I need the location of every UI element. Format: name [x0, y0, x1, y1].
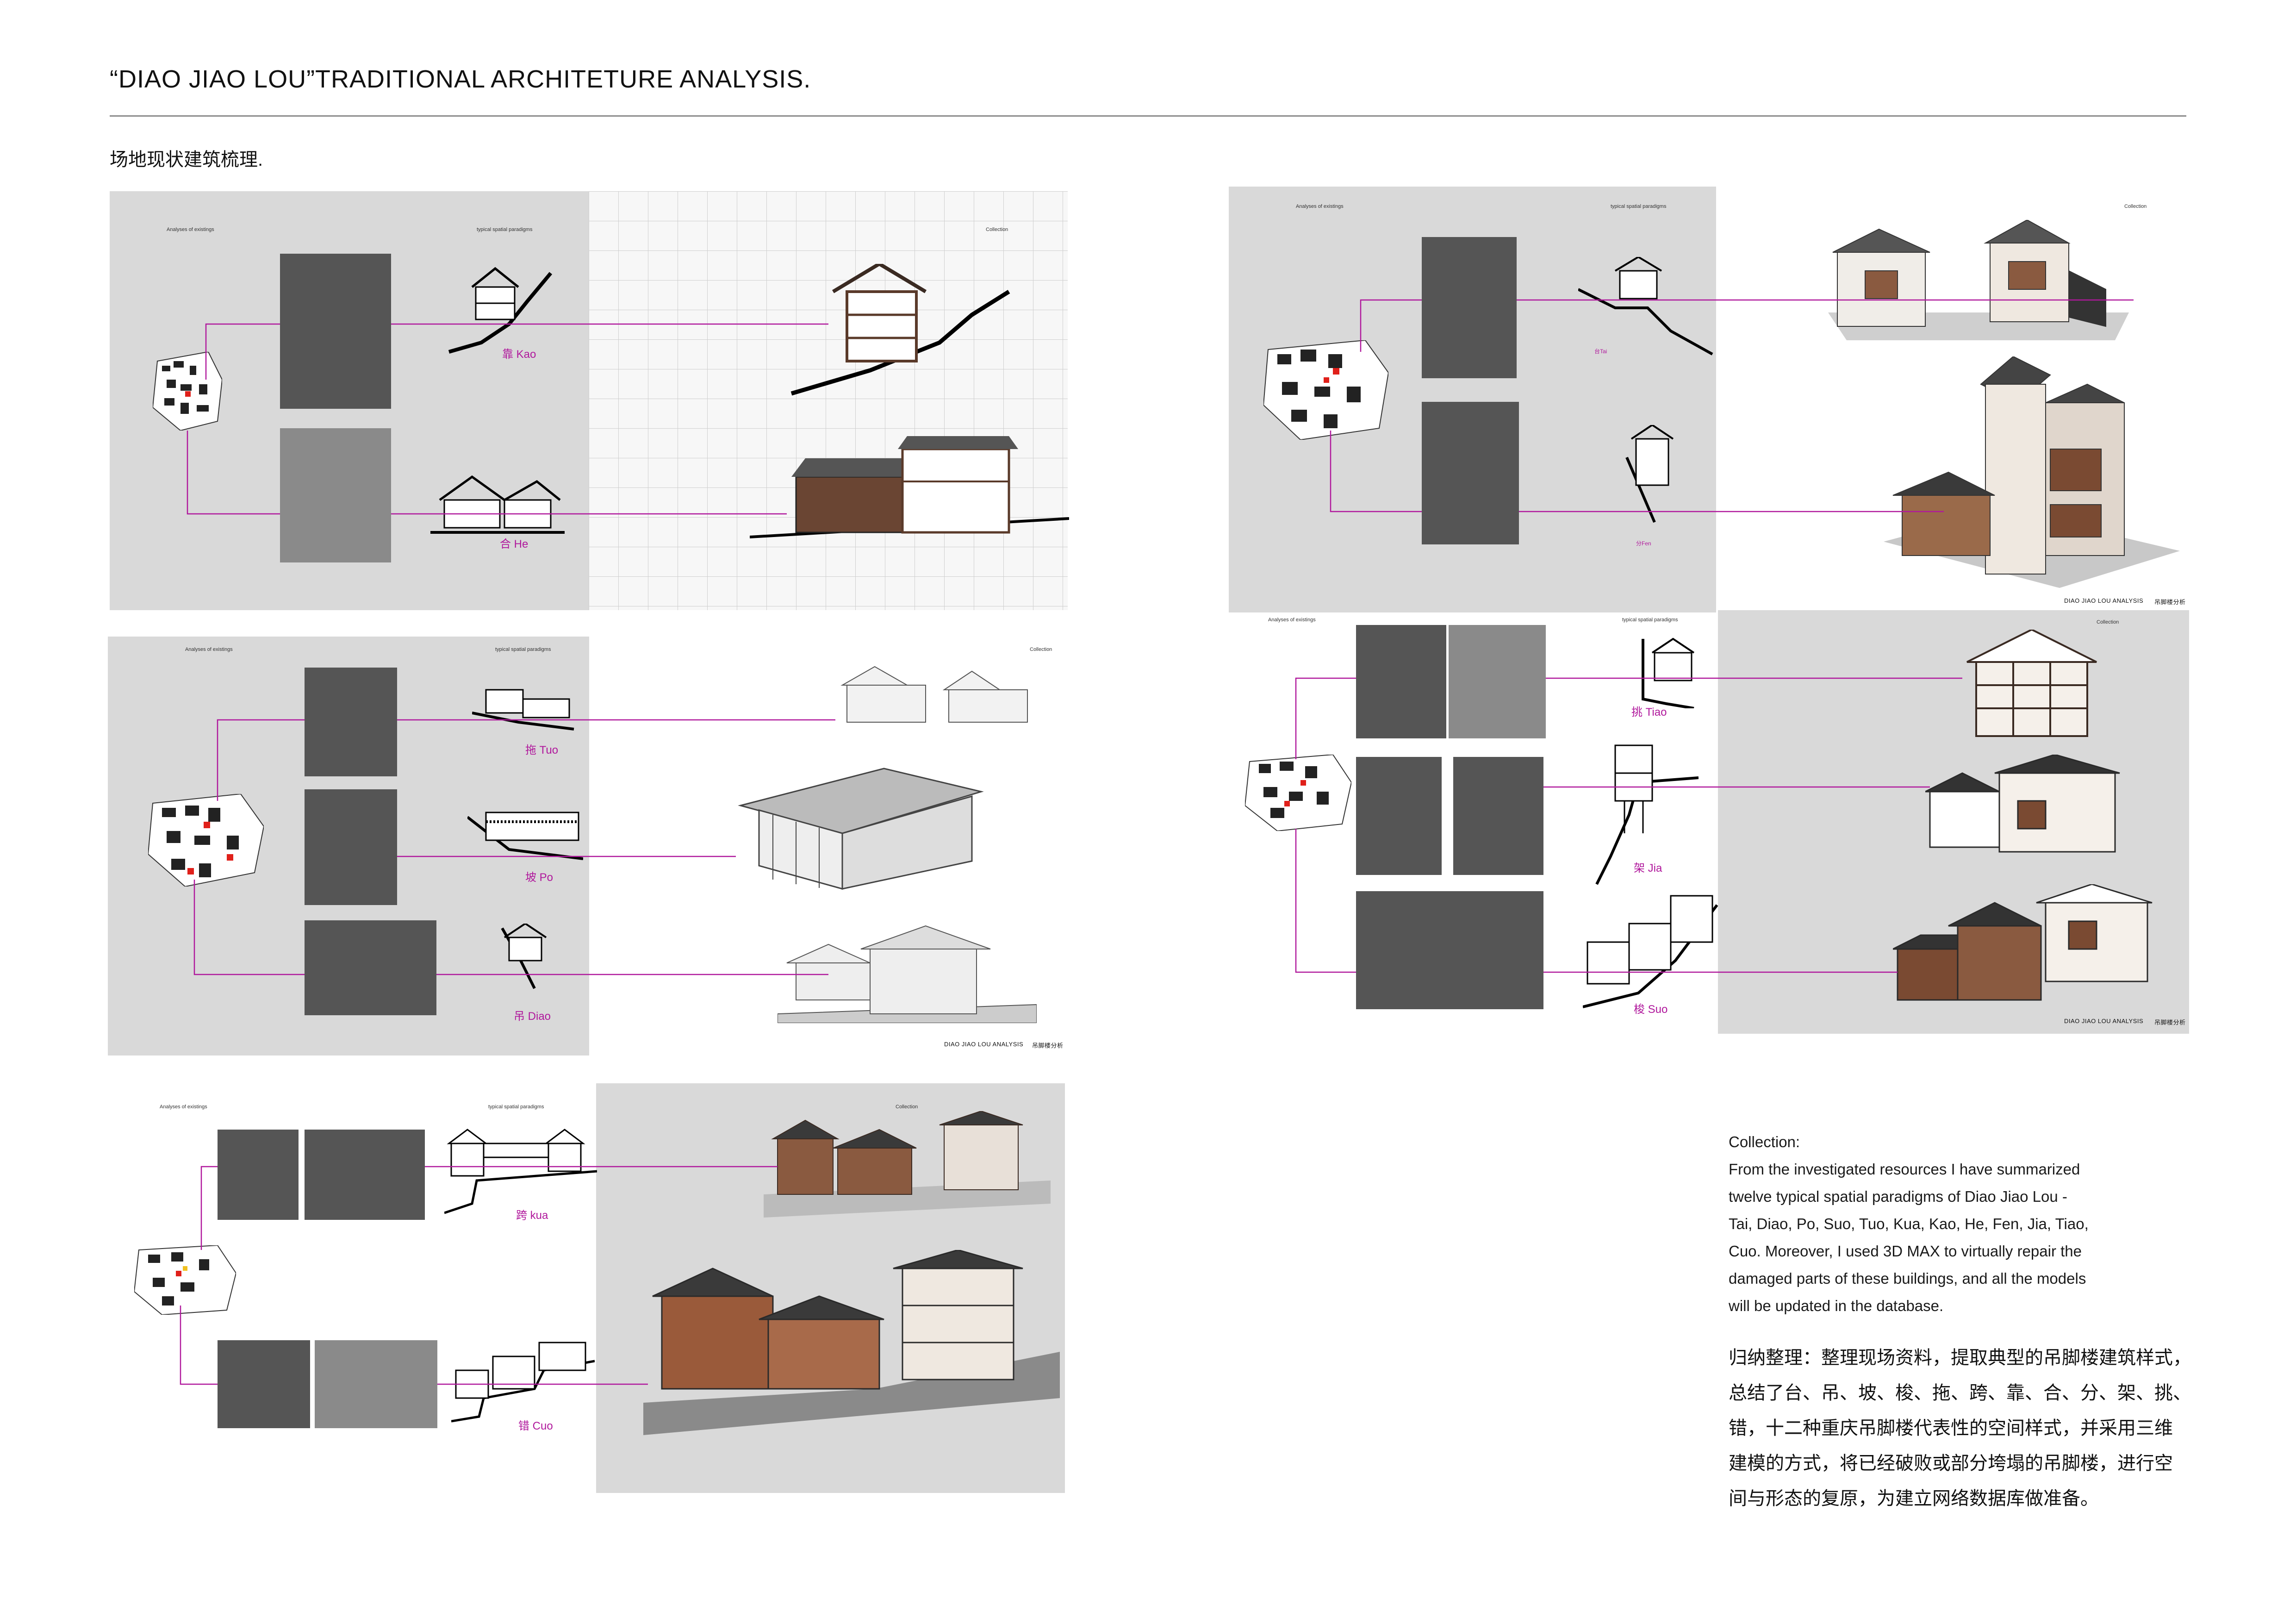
site-photo-cuo-2: [315, 1340, 437, 1428]
site-photo-jia-2: [1453, 757, 1543, 875]
site-photo-tuo: [305, 668, 397, 776]
site-photo-tai: [1422, 237, 1517, 378]
collection-line: Tai, Diao, Po, Suo, Tuo, Kua, Kao, He, F…: [1729, 1215, 2089, 1232]
tuo-collection-drawing: [833, 657, 1032, 729]
po-section-sketch: [467, 808, 584, 866]
paradigm-label-cuo: 错 Cuo: [518, 1420, 553, 1432]
label-paradigms-2: typical spatial paradigms: [495, 647, 551, 652]
chinese-line: 总结了台、吊、坡、梭、拖、跨、靠、合、分、架、挑、: [1729, 1383, 2191, 1403]
site-photo-suo: [1356, 891, 1543, 1009]
chinese-line: 间与形态的复原，为建立网络数据库做准备。: [1729, 1488, 2099, 1509]
panel-kao-he-collection: [589, 191, 1068, 610]
kua-collection-model: [764, 1110, 1051, 1224]
collection-line: From the investigated resources I have s…: [1729, 1161, 2080, 1178]
label-paradigms-3: typical spatial paradigms: [488, 1104, 544, 1110]
label-paradigms: typical spatial paradigms: [477, 227, 533, 232]
collection-line: Cuo. Moreover, I used 3D MAX to virtuall…: [1729, 1243, 2082, 1260]
chinese-line: 建模的方式，将已经破败或部分垮塌的吊脚楼，进行空: [1729, 1453, 2173, 1474]
site-map-3: [133, 1244, 237, 1316]
site-photo-cuo-1: [218, 1340, 310, 1428]
collection-line: will be updated in the database.: [1729, 1297, 1944, 1314]
jia-collection-model: [1925, 754, 2129, 859]
site-map-2: [147, 793, 265, 887]
cuo-section-sketch: [451, 1333, 595, 1428]
label-analyses-3: Analyses of existings: [160, 1104, 207, 1110]
site-photo-fen: [1422, 402, 1519, 544]
tai-collection-model: [1828, 219, 2129, 343]
collection-description: Collection: From the investigated resour…: [1729, 1128, 2173, 1319]
label-analyses: Analyses of existings: [167, 227, 214, 232]
tiao-section-sketch: [1638, 634, 1699, 711]
paradigm-label-po: 坡 Po: [525, 871, 554, 884]
paradigm-label-diao: 吊 Diao: [514, 1010, 551, 1023]
site-photo-jia-1: [1356, 757, 1442, 875]
diao-section-sketch: [498, 922, 558, 995]
footer-analysis-cn-5: 吊脚楼分析: [2154, 1019, 2186, 1026]
fen-section-sketch: [1622, 424, 1682, 529]
po-collection-drawing: [731, 741, 990, 896]
footer-analysis-en-5: DIAO JIAO LOU ANALYSIS: [2064, 1018, 2144, 1024]
collection-heading: Collection:: [1729, 1133, 1800, 1150]
footer-analysis-en-2: DIAO JIAO LOU ANALYSIS: [944, 1041, 1024, 1048]
site-map-5: [1244, 754, 1352, 832]
chinese-line: 归纳整理：整理现场资料，提取典型的吊脚楼建筑样式，: [1729, 1348, 2191, 1368]
tai-section-sketch: [1577, 256, 1717, 361]
paradigm-label-jia: 架 Jia: [1634, 862, 1662, 874]
paradigm-label-fen: 分Fen: [1636, 540, 1651, 547]
chinese-description: 归纳整理：整理现场资料，提取典型的吊脚楼建筑样式， 总结了台、吊、坡、梭、拖、跨…: [1729, 1340, 2196, 1516]
label-paradigms-5: typical spatial paradigms: [1622, 617, 1678, 623]
site-photo-diao: [305, 920, 436, 1015]
tiao-collection-model: [1958, 628, 2106, 743]
suo-collection-model: [1892, 883, 2171, 1012]
site-photo-kao: [280, 254, 391, 409]
paradigm-label-tiao: 挑 Tiao: [1631, 706, 1667, 718]
label-collection-4: Collection: [2124, 204, 2147, 209]
kao-section-sketch: [444, 259, 565, 363]
cuo-collection-model: [643, 1249, 1060, 1437]
site-map-4: [1263, 339, 1389, 441]
page-title: “DIAO JIAO LOU”TRADITIONAL ARCHITETURE A…: [110, 65, 811, 93]
site-photo-tiao-2: [1449, 625, 1546, 738]
label-collection-5: Collection: [2097, 619, 2119, 625]
label-collection-3: Collection: [896, 1104, 918, 1110]
paradigm-label-kao: 靠 Kao: [502, 348, 536, 361]
site-photo-kua-1: [218, 1130, 299, 1220]
chinese-line: 错，十二种重庆吊脚楼代表性的空间样式，并采用三维: [1729, 1418, 2173, 1438]
collection-line: twelve typical spatial paradigms of Diao…: [1729, 1188, 2067, 1205]
site-photo-he: [280, 428, 391, 562]
paradigm-label-he: 合 He: [500, 538, 529, 550]
kao-collection-drawing: [787, 262, 1027, 405]
page-subtitle: 场地现状建筑梳理.: [110, 150, 263, 170]
site-photo-kua-2: [305, 1130, 425, 1220]
he-section-sketch: [430, 468, 565, 544]
label-collection: Collection: [986, 227, 1008, 232]
label-analyses-2: Analyses of existings: [185, 647, 233, 652]
footer-analysis-cn-2: 吊脚楼分析: [1032, 1042, 1064, 1049]
label-analyses-5: Analyses of existings: [1268, 617, 1316, 623]
footer-analysis-cn-4: 吊脚楼分析: [2154, 599, 2186, 606]
he-collection-drawing: [749, 431, 1070, 549]
paradigm-label-kua: 跨 kua: [516, 1209, 548, 1222]
diao-collection-drawing: [777, 921, 1037, 1025]
tuo-section-sketch: [472, 685, 579, 738]
paradigm-label-suo: 梭 Suo: [1634, 1003, 1668, 1016]
label-paradigms-4: typical spatial paradigms: [1611, 204, 1667, 209]
label-analyses-4: Analyses of existings: [1296, 204, 1344, 209]
site-photo-po: [305, 789, 397, 905]
paradigm-label-tuo: 拖 Tuo: [525, 744, 559, 756]
label-collection-2: Collection: [1030, 647, 1052, 652]
collection-line: damaged parts of these buildings, and al…: [1729, 1270, 2086, 1287]
title-divider: [110, 115, 2186, 117]
suo-section-sketch: [1582, 887, 1722, 1014]
fen-collection-model: [1884, 356, 2180, 600]
kua-section-sketch: [444, 1125, 597, 1220]
site-photo-tiao-1: [1356, 625, 1446, 738]
paradigm-label-tai: 台Tai: [1594, 348, 1607, 355]
site-map: [152, 351, 223, 431]
footer-analysis-en-4: DIAO JIAO LOU ANALYSIS: [2064, 597, 2144, 604]
